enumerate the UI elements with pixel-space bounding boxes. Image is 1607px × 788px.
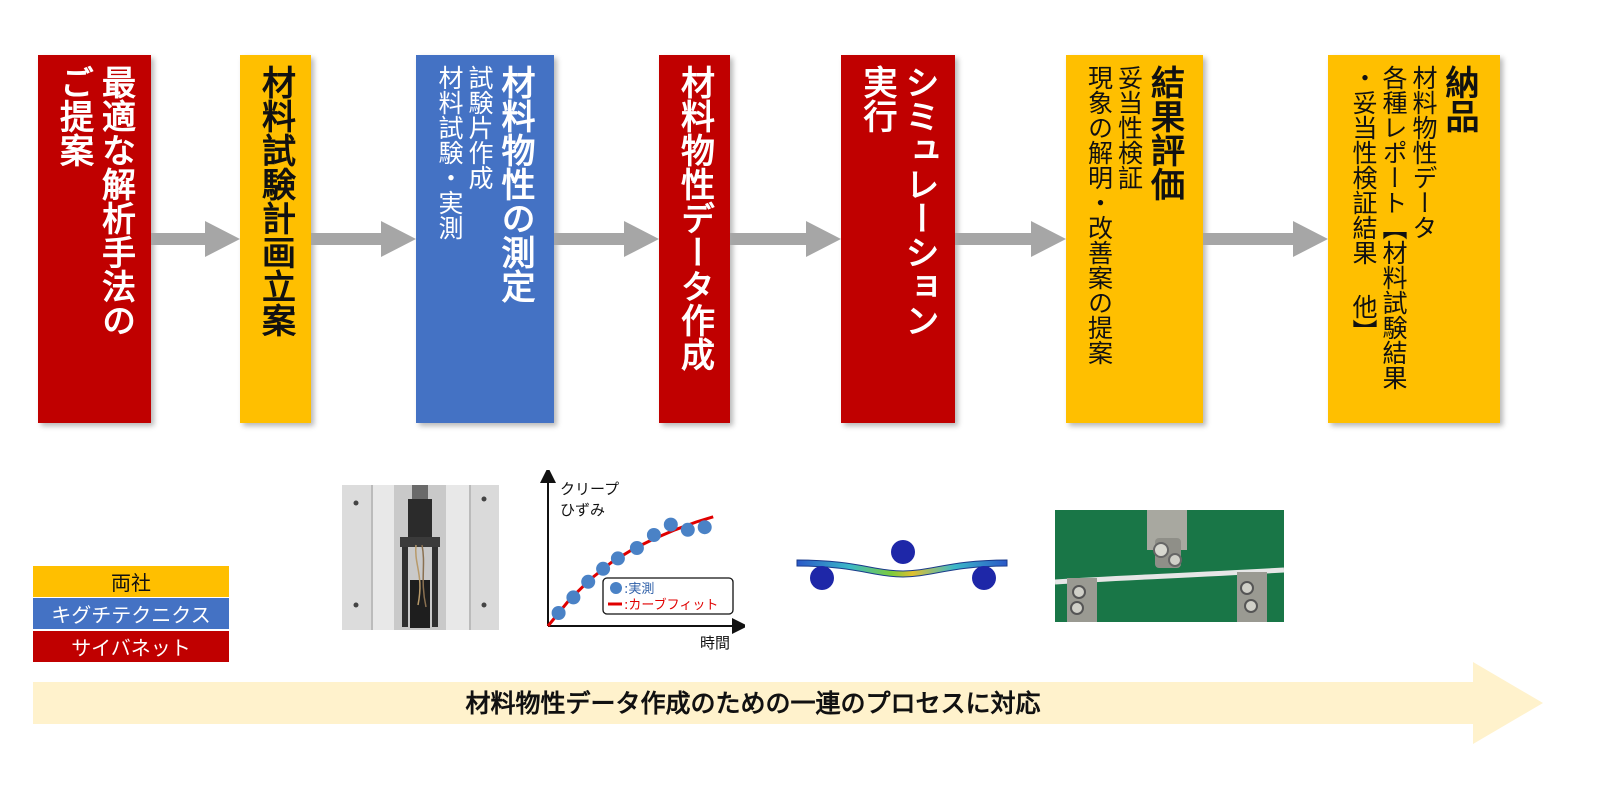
step-6-detail-1: 妥当性検証: [1114, 65, 1144, 190]
bending-simulation-image: [796, 540, 1008, 590]
measured-point: [629, 541, 644, 555]
step-2-title-1: 材料試験計画立案: [255, 65, 296, 337]
chart-legend: [602, 577, 734, 615]
arrow-icon: [730, 221, 841, 257]
legend-kiguchi: キグチテクニクス: [33, 598, 229, 629]
measured-point: [610, 551, 625, 566]
step-box-2: 材料試験計画立案: [240, 55, 311, 423]
legend-measured-label: :実測: [624, 581, 654, 597]
arrow-icon: [311, 221, 416, 257]
step-box-5: シミュレーション実行: [841, 55, 955, 423]
step-7-title-1: 納品: [1439, 65, 1479, 133]
step-box-7: 納品材料物性データ各種レポート【材料試験結果・妥当性検証結果 他】: [1328, 55, 1500, 423]
process-banner-arrow: [33, 662, 1543, 744]
step-box-3: 材料物性の測定試験片作成材料試験・実測: [416, 55, 554, 423]
measured-point: [646, 528, 661, 542]
step-1-title-1: 最適な解析手法の: [95, 65, 136, 337]
step-6-title-1: 結果評価: [1144, 65, 1185, 201]
step-7-detail-2: 各種レポート【材料試験結果: [1379, 65, 1408, 390]
measured-point: [581, 574, 596, 589]
step-box-1: 最適な解析手法のご提案: [38, 55, 151, 423]
bending-test-photo: [1055, 510, 1284, 622]
step-7-detail-1: 材料物性データ: [1409, 65, 1438, 240]
process-banner-text: 材料物性データ作成のための一連のプロセスに対応: [465, 689, 1041, 718]
legend-fit-label: :カーブフィット: [624, 597, 718, 613]
step-1-title-2: ご提案: [53, 65, 94, 167]
measured-point: [551, 606, 566, 620]
step-4-title-1: 材料物性データ作成: [674, 65, 715, 371]
y-label-line-2: ひずみ: [560, 501, 605, 519]
legend-both: 両社: [33, 566, 229, 597]
step-box-6: 結果評価妥当性検証現象の解明・改善案の提案: [1066, 55, 1203, 423]
arrow-icon: [1203, 221, 1328, 257]
x-label: 時間: [700, 634, 730, 652]
measured-point: [680, 522, 695, 537]
step-3-title-1: 材料物性の測定: [495, 65, 535, 303]
measured-point: [663, 517, 678, 532]
step-3-detail-1: 試験片作成: [465, 65, 494, 190]
arrow-icon: [151, 221, 240, 257]
legend-cybernet: サイバネット: [33, 631, 229, 662]
test-machine-image: [342, 485, 499, 630]
test-machine-photo: [342, 485, 499, 630]
measured-point: [596, 561, 611, 576]
step-box-4: 材料物性データ作成: [659, 55, 730, 423]
legend-kiguchi-label: キグチテクニクス: [51, 603, 211, 627]
measured-point: [566, 590, 581, 605]
step-5-title-1: シミュレーション: [899, 65, 939, 337]
bending-test-image: [1055, 510, 1284, 622]
step-3-detail-2: 材料試験・実測: [435, 65, 464, 240]
measured-point: [697, 520, 712, 535]
legend-dot-icon: [610, 582, 622, 594]
creep-chart: クリープ ひずみ 時間 :実測 :カーブフィット: [540, 470, 745, 652]
y-label-line-1: クリープ: [560, 480, 619, 498]
step-6-detail-2: 現象の解明・改善案の提案: [1084, 65, 1114, 365]
step-7-detail-3: ・妥当性検証結果 他】: [1349, 65, 1378, 344]
legend-cybernet-label: サイバネット: [71, 636, 191, 660]
arrow-icon: [554, 221, 659, 257]
legend-both-label: 両社: [111, 571, 151, 595]
step-5-title-2: 実行: [857, 65, 897, 133]
arrow-icon: [955, 221, 1066, 257]
